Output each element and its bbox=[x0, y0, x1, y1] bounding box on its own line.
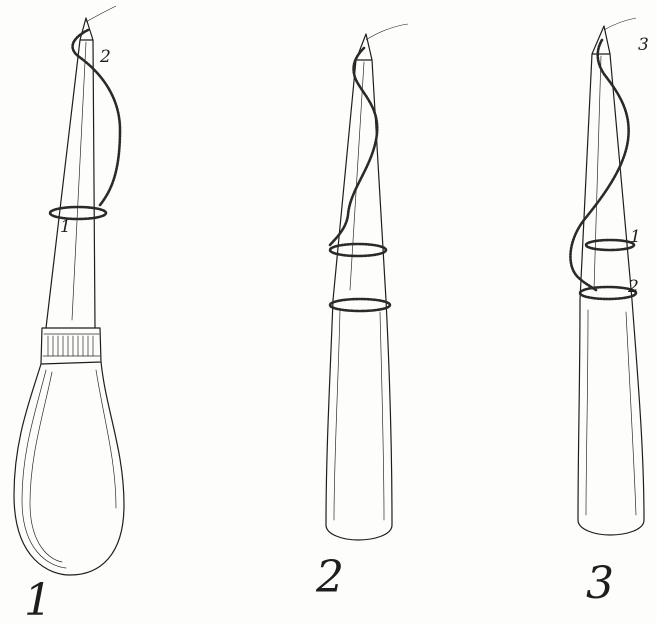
fig1-thread bbox=[73, 30, 120, 205]
fig2-thread-ring-upper bbox=[330, 244, 386, 256]
figure-2-awl bbox=[326, 24, 408, 540]
fig3-label-2: 2 bbox=[627, 277, 639, 297]
fig3-blade bbox=[580, 54, 632, 300]
fig1-blade bbox=[46, 40, 95, 328]
fig2-thread bbox=[330, 48, 377, 245]
figure-2-number: 2 bbox=[315, 552, 344, 603]
fig3-label-3: 3 bbox=[638, 35, 649, 55]
fig2-handle bbox=[326, 300, 392, 540]
figure-1-number: 1 bbox=[24, 575, 52, 623]
fig2-thread-ring-lower bbox=[330, 299, 390, 311]
fig1-bulb-handle bbox=[14, 362, 124, 575]
figure-1-awl bbox=[14, 6, 124, 575]
fig1-label-1: 1 bbox=[60, 217, 71, 237]
fig1-label-2: 2 bbox=[99, 47, 111, 67]
figure-3-number: 3 bbox=[586, 558, 614, 609]
fig1-needle-tip bbox=[80, 18, 93, 40]
fig3-thread bbox=[570, 40, 628, 290]
fig3-label-1: 1 bbox=[630, 227, 641, 247]
fig1-ferrule bbox=[41, 328, 101, 364]
fig1-thread-ring bbox=[50, 207, 106, 219]
